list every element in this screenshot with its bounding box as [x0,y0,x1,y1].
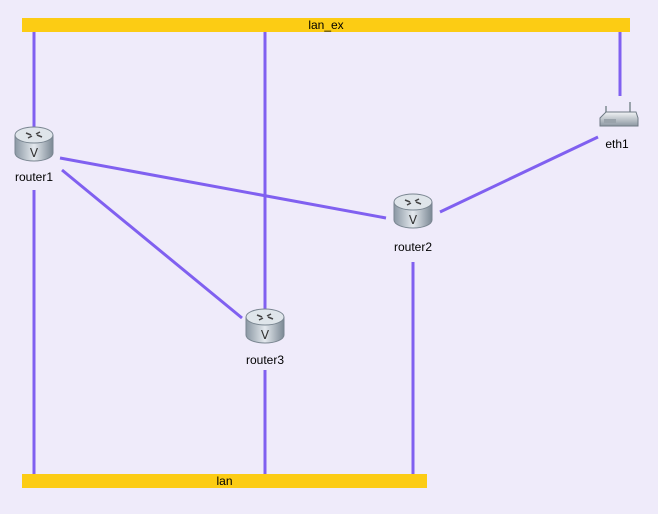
eth1-label: eth1 [605,137,629,151]
svg-text:V: V [261,328,270,342]
router3-label: router3 [245,353,285,367]
router1-label: router1 [14,170,54,184]
link-router1-router3[interactable] [61,168,243,320]
router-icon[interactable]: V [245,308,285,344]
svg-text:V: V [409,213,418,227]
router-icon[interactable]: V [14,126,54,162]
network-lan_ex[interactable]: lan_ex [22,18,630,32]
link-router2-eth1[interactable] [439,135,599,214]
link-router1-router2[interactable] [59,156,387,220]
network-label: lan [216,474,233,488]
svg-text:V: V [30,146,39,160]
wireless-access-point-icon[interactable] [599,102,639,127]
network-label: lan_ex [308,18,344,32]
router-icon[interactable]: V [393,193,433,229]
network-lan[interactable]: lan [22,474,427,488]
router2-label: router2 [393,240,433,254]
